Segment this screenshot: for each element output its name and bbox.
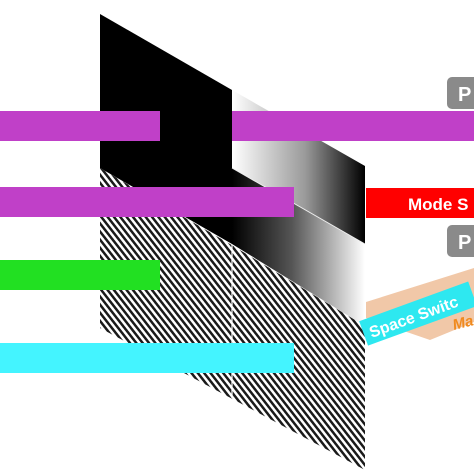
middle-gray-tab-label: P	[458, 232, 471, 254]
mode-switch-label: Mode S	[408, 195, 468, 214]
top-gray-tab-label: P	[458, 84, 471, 106]
purple-beam-middle	[0, 187, 294, 217]
gradient-seam	[231, 167, 366, 245]
middle-gray-tab	[447, 225, 474, 257]
cyan-beam	[0, 343, 294, 373]
space-switch-tab	[359, 281, 474, 346]
orange-band-label: Ma	[451, 312, 474, 334]
top-gray-tab	[447, 77, 474, 109]
mode-switch-tab	[366, 188, 474, 218]
black-panel	[100, 14, 232, 244]
green-beam	[0, 260, 160, 290]
purple-beam-top-left	[0, 111, 160, 141]
purple-beam-top-right	[232, 111, 474, 141]
